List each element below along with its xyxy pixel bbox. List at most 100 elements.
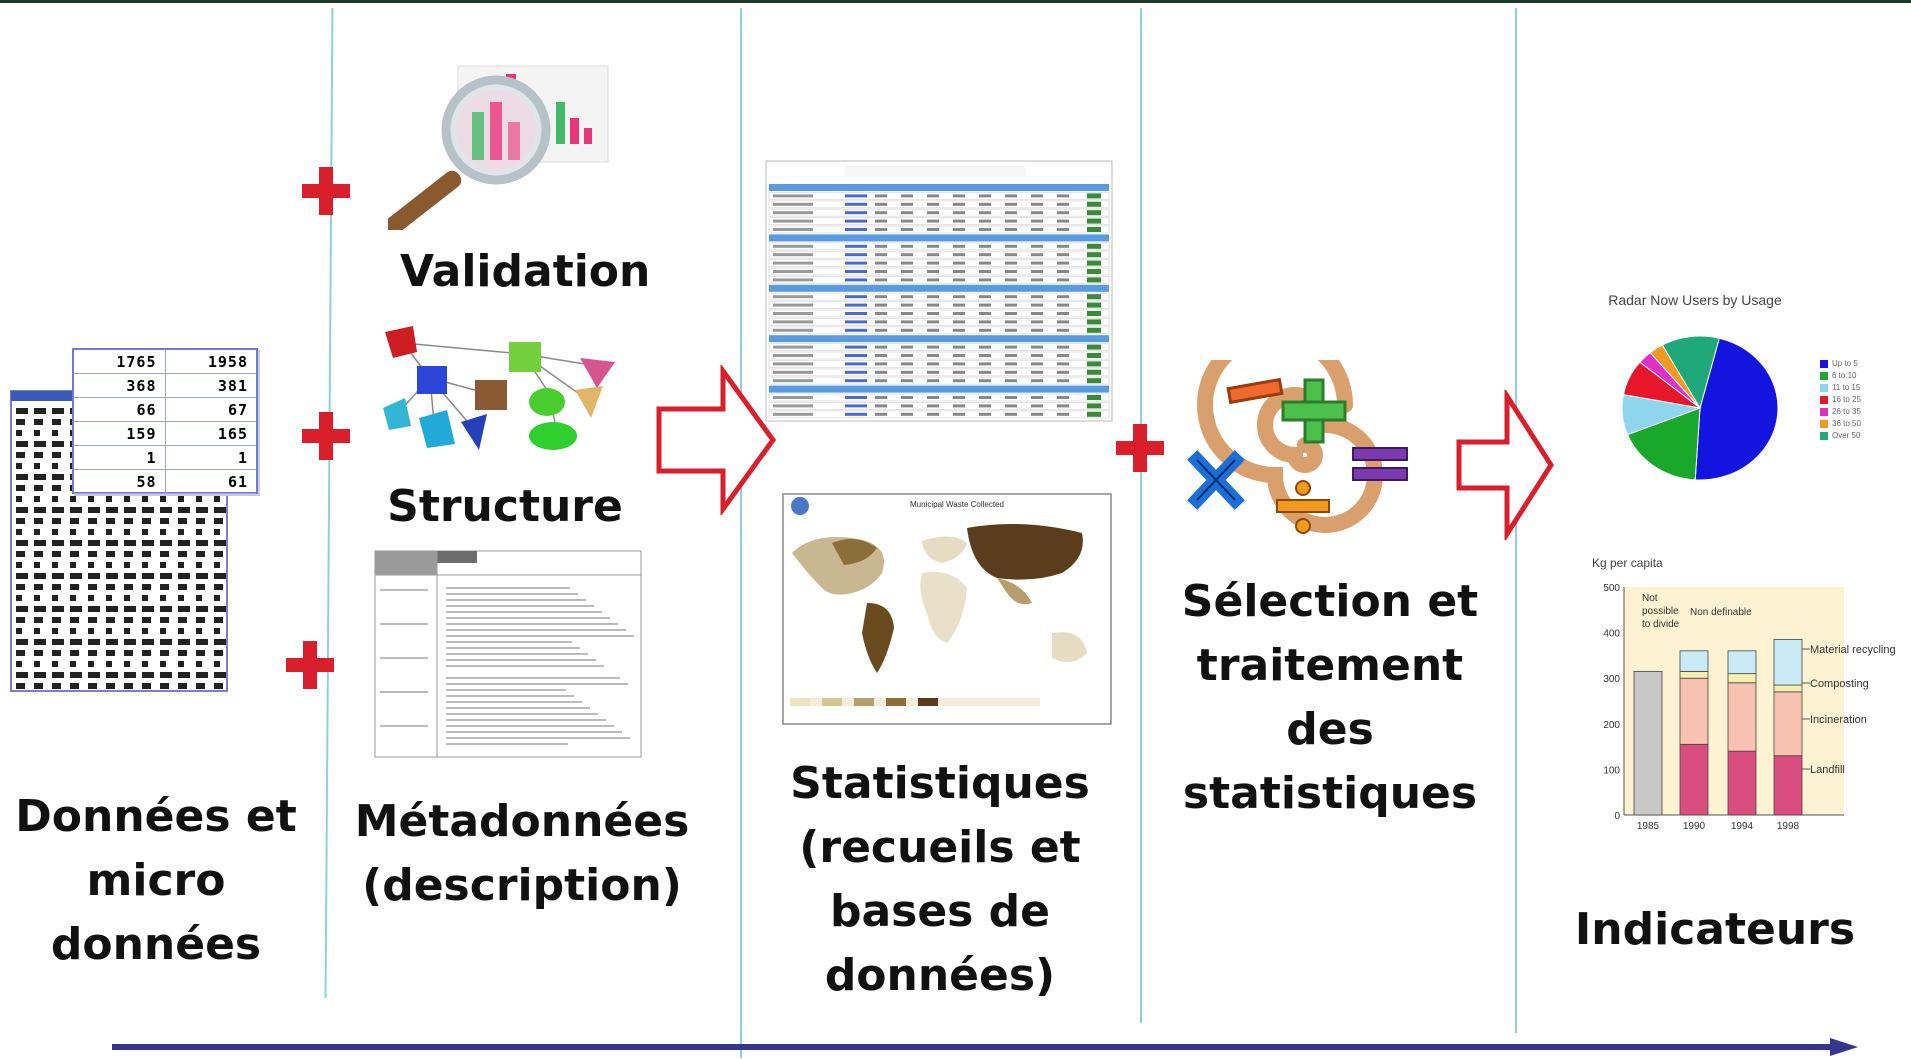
flow-arrow-1: [656, 365, 777, 515]
plus-icon-selection: [1112, 420, 1168, 476]
column-divider-2: [740, 8, 742, 1058]
pie-chart: [1621, 335, 1779, 481]
waste-bar-segment: [1633, 670, 1663, 816]
pie-legend-swatch: [1820, 383, 1828, 392]
waste-note-left: possible: [1642, 606, 1679, 617]
waste-bar-segment: [1773, 639, 1803, 686]
stage-label-metadonnees: Métadonnées (description): [354, 796, 690, 911]
pie-slice: [1694, 337, 1779, 481]
flow-arrow-2: [1456, 390, 1554, 540]
pie-legend-item: Over 50: [1820, 430, 1910, 442]
metadata-document-icon: [374, 550, 642, 758]
pie-legend-label: 16 to 25: [1832, 395, 1861, 404]
pie-chart-title: Radar Now Users by Usage: [1608, 292, 1782, 308]
micro-table-cell: 165: [165, 421, 256, 446]
waste-bar-segment: [1773, 684, 1803, 693]
waste-bar-chart: 500 400 300 200 100 0 1985 1990 1994 1998 Not possi…: [1603, 583, 1896, 832]
micro-table-cell: 58: [74, 469, 166, 494]
waste-xtick: 1994: [1731, 821, 1754, 832]
micro-table-cell: 1: [165, 445, 256, 470]
pie-legend-item: 16 to 25: [1820, 394, 1910, 406]
waste-ytick: 200: [1603, 720, 1620, 731]
waste-ytick: 0: [1614, 811, 1620, 822]
pie-legend-swatch: [1820, 371, 1828, 380]
waste-ytick: 400: [1603, 629, 1620, 640]
waste-legend-label: Composting: [1810, 678, 1869, 690]
waste-note-left: Not: [1642, 593, 1658, 604]
pie-legend-label: Up to 5: [1832, 359, 1858, 368]
math-operators-icon: [1187, 360, 1408, 534]
pie-legend-swatch: [1820, 419, 1828, 428]
pie-legend-swatch: [1820, 359, 1828, 368]
micro-table-cell: 1958: [165, 350, 256, 374]
stage-label-statistiques: Statistiques (recueils et bases de donné…: [790, 758, 1090, 1001]
waste-bar-segment: [1727, 673, 1757, 684]
micro-table-cell: 381: [165, 373, 256, 398]
pie-legend-label: Over 50: [1832, 431, 1861, 440]
waste-xtick: 1985: [1637, 821, 1660, 832]
world-map-landmasses: [792, 524, 1087, 673]
waste-bar-segment: [1679, 677, 1709, 745]
top-rule: [0, 0, 1911, 3]
waste-legend-label: Incineration: [1810, 714, 1867, 726]
stage-label-indicateurs: Indicateurs: [1574, 904, 1856, 955]
pie-slice: [1661, 335, 1720, 410]
stage-label-structure: Structure: [387, 481, 623, 532]
column-divider-1: [324, 8, 333, 998]
timeline-arrow: [112, 1038, 1858, 1056]
waste-bar-segment: [1679, 670, 1709, 679]
structure-network-icon: [383, 326, 615, 450]
stage-label-validation: Validation: [400, 246, 651, 297]
micro-table-cell: 159: [74, 421, 166, 446]
stage-label-donnees: Données et micro données: [15, 791, 297, 970]
pie-legend-item: 26 to 35: [1820, 406, 1910, 418]
pie-legend-label: 11 to 15: [1832, 383, 1861, 392]
pie-legend-swatch: [1820, 395, 1828, 404]
plus-icon-metadata: [282, 637, 338, 693]
waste-bar-segment: [1727, 650, 1757, 675]
pie-legend-item: 36 to 50: [1820, 418, 1910, 430]
waste-legend-label: Material recycling: [1810, 644, 1896, 656]
map-doc-title: Municipal Waste Collected: [910, 500, 1004, 509]
waste-bar-segment: [1727, 682, 1757, 752]
waste-xtick: 1990: [1683, 821, 1706, 832]
column-divider-3: [1140, 8, 1142, 1023]
pie-legend-label: 36 to 50: [1832, 419, 1861, 428]
micro-table-cell: 61: [165, 469, 256, 494]
world-map-icon: Municipal Waste Collected: [782, 493, 1112, 725]
pie-legend-label: 6 to 10: [1832, 371, 1857, 380]
waste-ytick: 100: [1603, 765, 1620, 776]
pie-legend-swatch: [1820, 407, 1828, 416]
waste-ytick: 300: [1603, 674, 1620, 685]
pie-legend-item: 11 to 15: [1820, 382, 1910, 394]
micro-table-cell: 1765: [74, 350, 166, 374]
pie-slice: [1626, 407, 1701, 481]
pie-legend-swatch: [1820, 431, 1828, 440]
waste-bar-segment: [1727, 750, 1757, 816]
waste-bar-segment: [1773, 691, 1803, 757]
waste-note-right: Non definable: [1690, 607, 1752, 618]
stage-label-selection: Sélection et traitement des statistiques: [1181, 576, 1479, 819]
waste-legend-label: Landfill: [1810, 764, 1845, 776]
waste-bar-segment: [1679, 743, 1709, 816]
pie-legend-item: 6 to 10: [1820, 370, 1910, 382]
micro-table-cell: 1: [74, 445, 166, 470]
waste-note-left: to divide: [1642, 619, 1680, 630]
waste-bar-segment: [1679, 650, 1709, 672]
micro-table-cell: 66: [74, 397, 166, 422]
micro-table-cell: 368: [74, 373, 166, 398]
pie-legend-item: Up to 5: [1820, 358, 1910, 370]
data-table-icon: [765, 160, 1113, 422]
waste-ytick: 500: [1603, 583, 1620, 594]
waste-bar-segment: [1773, 755, 1803, 816]
waste-xtick: 1998: [1777, 821, 1800, 832]
